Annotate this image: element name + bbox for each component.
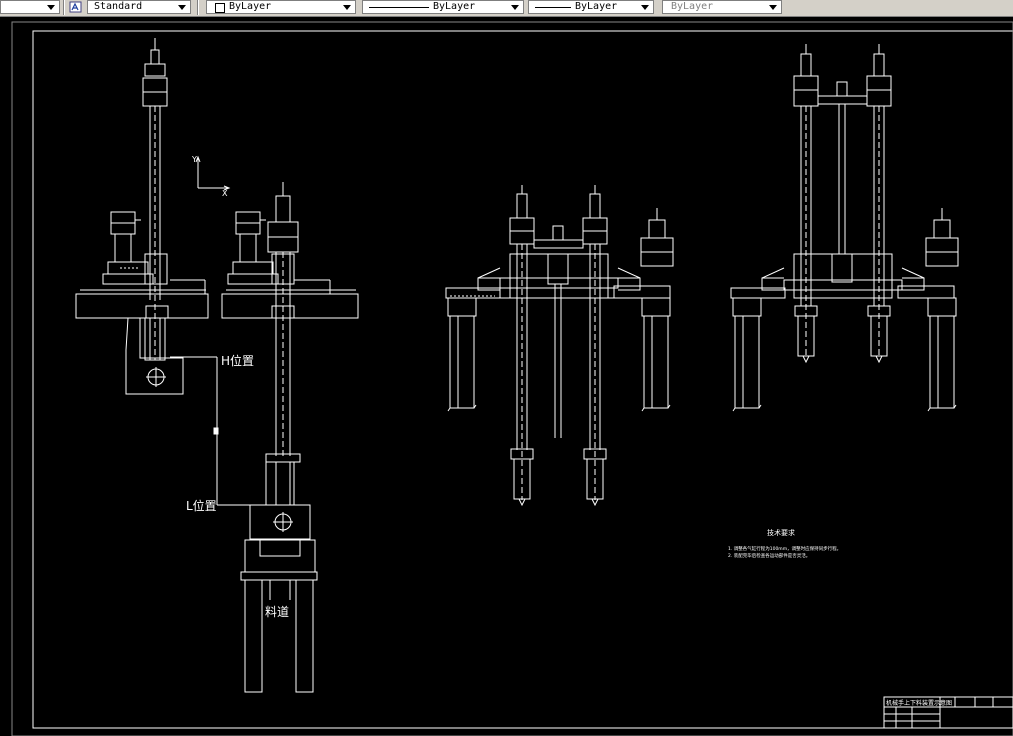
color-control-dropdown[interactable]: ByLayer <box>206 0 356 14</box>
plot-style-dropdown[interactable]: ByLayer <box>662 0 782 14</box>
note-1: 1. 调整各气缸行程为100mm，调整时应保持同步行程。 <box>728 545 841 552</box>
chute-label: 料道 <box>265 605 289 619</box>
color-swatch-icon <box>215 3 225 13</box>
note-2: 2. 装配完毕后检查各运动部件是否灵活。 <box>728 552 810 559</box>
chevron-down-icon <box>343 5 351 10</box>
chevron-down-icon <box>47 5 55 10</box>
chevron-down-icon <box>511 5 519 10</box>
text-style-value: Standard <box>94 1 143 12</box>
title-block <box>883 696 1013 729</box>
toolbar-separator <box>63 0 65 15</box>
text-style-manager-button[interactable] <box>68 0 84 14</box>
left-view <box>75 38 359 693</box>
notes-title: 技术要求 <box>767 528 795 537</box>
text-style-dropdown[interactable]: Standard <box>87 0 191 14</box>
color-value: ByLayer <box>229 1 272 12</box>
lineweight-swatch-icon <box>535 7 571 8</box>
ucs-icon <box>195 155 231 191</box>
ucs-x-label: X <box>222 189 228 198</box>
text-style-icon <box>69 1 82 13</box>
middle-view <box>445 185 674 507</box>
linetype-swatch-icon <box>369 7 429 8</box>
properties-toolbar: Standard ByLayer ByLayer ByLayer ByLayer <box>0 0 1013 17</box>
title-block-name: 机械手上下料装置示意图 <box>886 699 952 707</box>
right-view <box>730 44 959 412</box>
linetype-control-dropdown[interactable]: ByLayer <box>362 0 524 14</box>
linetype-value: ByLayer <box>433 1 476 12</box>
toolbar-separator <box>197 0 199 15</box>
layer-dropdown[interactable] <box>0 0 60 14</box>
l-position-label: L位置 <box>186 498 217 513</box>
drawing-canvas[interactable]: Y X H位置 L位置 料道 <box>0 16 1013 736</box>
lineweight-control-dropdown[interactable]: ByLayer <box>528 0 654 14</box>
chevron-down-icon <box>769 5 777 10</box>
technical-notes: 技术要求 1. 调整各气缸行程为100mm，调整时应保持同步行程。 2. 装配完… <box>728 528 841 559</box>
chevron-down-icon <box>178 5 186 10</box>
chevron-down-icon <box>641 5 649 10</box>
plot-style-value: ByLayer <box>671 1 714 12</box>
drawing-border <box>32 30 1013 729</box>
h-position-label: H位置 <box>221 353 254 368</box>
lineweight-value: ByLayer <box>575 1 618 12</box>
ucs-y-label: Y <box>191 155 197 164</box>
sheet-border <box>11 21 1013 736</box>
